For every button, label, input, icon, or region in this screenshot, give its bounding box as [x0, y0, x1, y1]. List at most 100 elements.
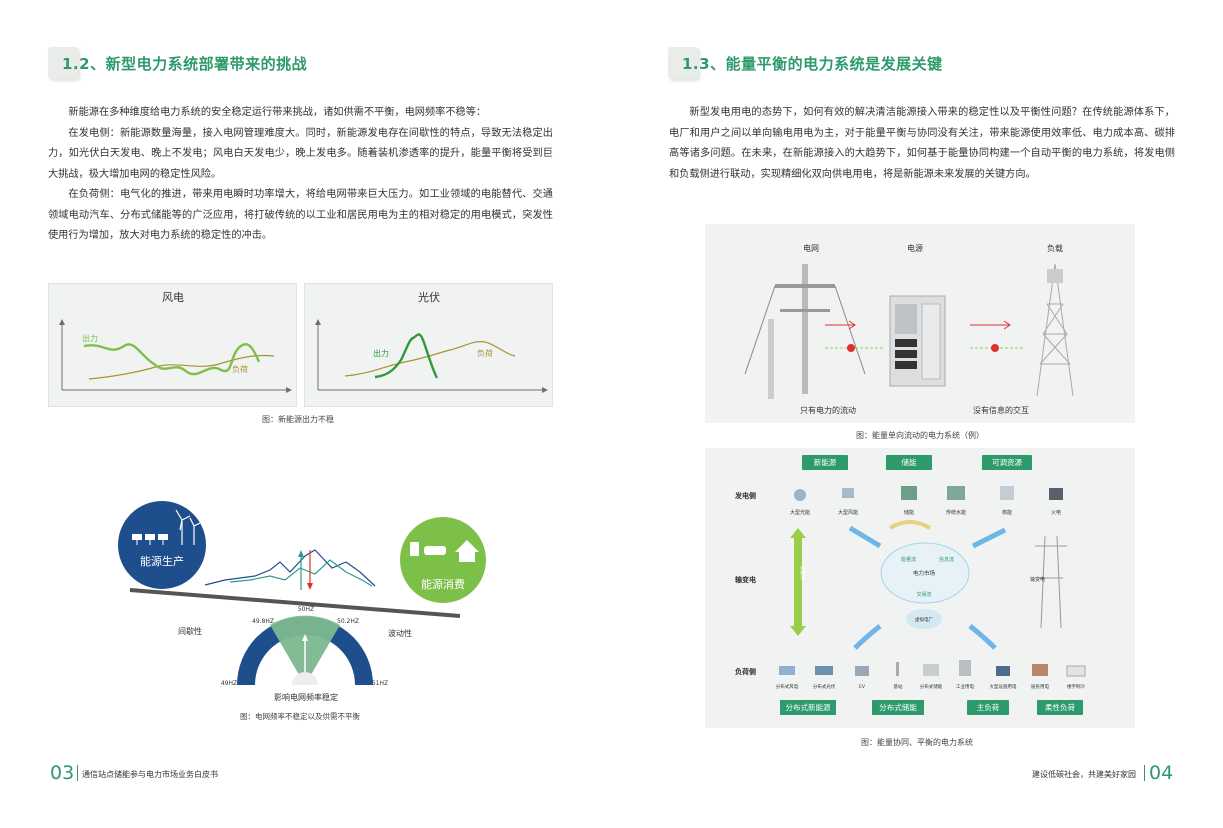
frequency-gauge [237, 617, 373, 685]
freq-49-8: 49.8HZ [252, 618, 274, 625]
energy-consumption-label: 能源消费 [421, 577, 465, 591]
gauge-hub [292, 672, 318, 685]
volatility-label: 波动性 [388, 628, 412, 638]
y-axis-arrow [59, 319, 65, 325]
gen-item: 核能 [1002, 509, 1012, 516]
blocked-icon [991, 344, 999, 352]
blocked-icon [847, 344, 855, 352]
up-arrow-head [298, 550, 304, 557]
balance-caption: 图：电网频率不稳定以及供需不平衡 [240, 711, 360, 721]
trade-flow-label: 交易流 [916, 591, 931, 598]
balance-beam [129, 588, 461, 618]
section-heading-1-3: 1.3、能量平衡的电力系统是发展关键 [668, 47, 943, 79]
load-item: 分布式光伏 [813, 683, 836, 690]
market-circle [880, 542, 970, 604]
figure-caption: 图：能量协同、平衡的电力系统 [861, 738, 973, 747]
gen-item: 大型光能 [790, 509, 810, 516]
power-flow-only-label: 只有电力的流动 [800, 405, 856, 415]
load-side-label: 负荷侧 [735, 667, 756, 676]
heading-tab [668, 47, 698, 79]
wind-chart-title: 风电 [162, 291, 184, 304]
down-arrow-head [307, 583, 313, 590]
pill-main-load: 主负荷 [967, 700, 1009, 715]
solar-panel-icon [132, 534, 168, 545]
paragraph: 在负荷侧：电气化的推进，带来用电瞬时功率增大，将给电网带来巨大压力。如工业领域的… [48, 189, 553, 241]
gauge-needle-head [302, 634, 308, 641]
freq-51: 51HZ [372, 680, 388, 687]
slogan: 建设低碳社会，共建美好家园 [1032, 770, 1136, 779]
vpp-cloud [906, 609, 942, 629]
solar-chart-title: 光伏 [418, 290, 440, 304]
gen-item: 储能 [904, 509, 914, 516]
load-line [344, 341, 516, 377]
paragraph: 新型发电用电的态势下，如何有效的解决清洁能源接入带来的稳定性以及平衡性问题？在传… [669, 107, 1175, 180]
flow-arrow [848, 525, 882, 549]
footer-divider [1144, 765, 1145, 781]
balanced-system-panel: 新能源 储能 可调资源 发电侧 输变电 负荷侧 大型光能 大型风能 储能 传统水… [705, 448, 1135, 728]
telecom-tower-icon [1036, 263, 1074, 397]
right-body-text: 新型发电用电的态势下，如何有效的解决清洁能源接入带来的稳定性以及平衡性问题？在传… [669, 103, 1175, 185]
load-item: 分布式储能 [920, 683, 943, 690]
solar-chart-panel: 光伏 出力 负荷 [304, 283, 553, 407]
market-label: 电力市场 [913, 569, 936, 577]
load-item: 居民用电 [1031, 683, 1049, 690]
x-axis-arrow [286, 387, 292, 393]
figure-caption: 图：新能源出力不稳 [262, 415, 334, 424]
section-title: 1.2、新型电力系统部署带来的挑战 [62, 54, 308, 73]
section-heading-1-2: 1.2、新型电力系统部署带来的挑战 [48, 47, 307, 79]
vpp-label: 虚拟电厂 [915, 616, 933, 623]
left-body-text: 新能源在多种维度给电力系统的安全稳定运行带来挑战，诸如供需不平衡，电网频率不稳等… [48, 103, 553, 247]
wind-chart-panel: 风电 出力 负荷 [48, 283, 297, 407]
one-way-flow-diagram: 电网 电源 负载 [744, 243, 1074, 415]
pill-new-energy: 新能源 [802, 455, 848, 470]
load-item: 楼宇制冷 [1067, 683, 1085, 690]
balanced-system-diagram: 发电侧 输变电 负荷侧 大型光能 大型风能 储能 传统水能 核能 火电 能量流 [734, 486, 1086, 690]
gen-icons [794, 486, 1063, 501]
power-pole-icon [744, 264, 866, 399]
pill-distributed-storage: 分布式储能 [872, 700, 924, 715]
transmission-label: 输变电 [735, 575, 756, 584]
wind-chart: 风电 出力 负荷 [59, 291, 292, 393]
pill-distributed-energy: 分布式新能源 [780, 700, 836, 715]
load-label: 负载 [1047, 243, 1063, 253]
load-item: 工业用电 [956, 683, 974, 690]
page-number-left: 03 [50, 762, 75, 784]
output-line [374, 333, 439, 379]
y-axis-arrow [315, 319, 321, 325]
pill-storage: 储能 [886, 455, 932, 470]
wind-turbine-icon [175, 509, 201, 545]
energy-consumption-circle [400, 517, 486, 603]
power-cabinet-icon [889, 295, 946, 387]
balance-diagram: 能源生产 能源消费 50HZ 49.8HZ 50.2HZ 49HZ 51HZ 间… [118, 501, 486, 721]
x-axis-arrow [542, 387, 548, 393]
figure-caption: 图：能量单向流动的电力系统（例） [856, 431, 984, 440]
page-number-right: 04 [1149, 762, 1174, 784]
output-label: 出力 [82, 333, 98, 343]
gen-side-label: 发电侧 [734, 491, 756, 500]
supply-wave [204, 549, 376, 587]
energy-flow-label: 能量流 [901, 556, 916, 563]
heading-tab [48, 47, 78, 79]
output-line [83, 343, 261, 376]
vertical-bar-label: 能量流 [799, 566, 806, 580]
load-item: 大型设施用电 [990, 683, 1017, 690]
load-item: 基站 [894, 683, 903, 690]
flow-arrow [888, 520, 932, 530]
transmission-tower-icon [1035, 535, 1067, 629]
load-item: 分布式风电 [776, 683, 799, 690]
intermittency-label: 间歇性 [178, 626, 202, 636]
one-way-flow-panel: 电网 电源 负载 [705, 224, 1135, 423]
paragraph: 在发电侧：新能源数量海量，接入电网管理难度大。同时，新能源发电存在间歇性的特点，… [48, 127, 553, 180]
energy-production-circle [118, 501, 206, 589]
pill-adjustable: 可调资源 [982, 455, 1032, 470]
book-title: 通信站点储能参与电力市场业务白皮书 [82, 770, 218, 779]
solar-chart: 光伏 出力 负荷 [315, 290, 548, 393]
energy-flow-bar [794, 536, 802, 628]
paragraph: 新能源在多种维度给电力系统的安全稳定运行带来挑战，诸如供需不平衡，电网频率不稳等… [68, 107, 487, 118]
footer-divider [77, 765, 78, 781]
section-title: 1.3、能量平衡的电力系统是发展关键 [682, 54, 943, 73]
no-info-label: 没有信息的交互 [973, 405, 1029, 415]
pill-flexible-load: 柔性负荷 [1037, 700, 1083, 715]
gen-item: 大型风能 [838, 509, 858, 516]
grid-label: 电网 [803, 243, 819, 253]
